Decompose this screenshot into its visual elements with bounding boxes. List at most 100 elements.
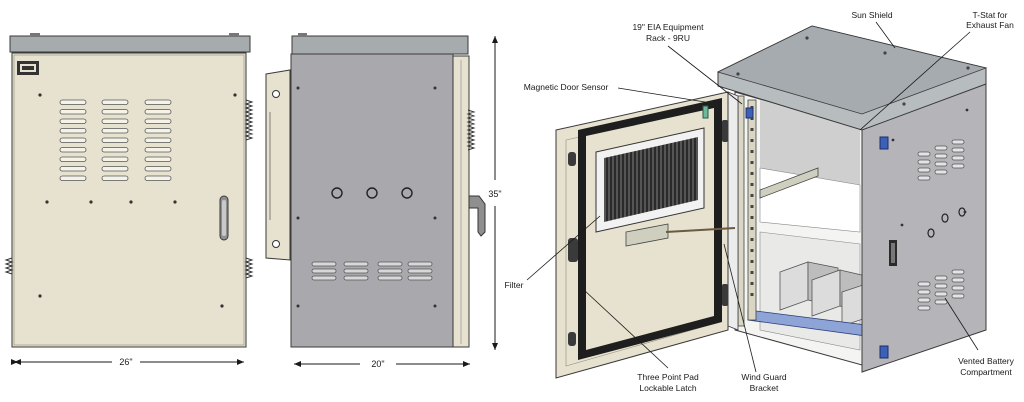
front-louver-slot (144, 109, 172, 115)
iso-louver-slot (951, 293, 965, 299)
iso-louver-slot (917, 159, 931, 165)
front-louver-slot (59, 175, 87, 181)
height-dimension: 35" (488, 36, 502, 350)
side-depth-label: 20" (371, 359, 384, 369)
label-battery-line2: Compartment (960, 367, 1012, 377)
front-view (4, 33, 254, 348)
label-tstat-line1: T-Stat for (973, 10, 1008, 20)
iso-side-louvers (917, 139, 965, 311)
rack-hole (750, 128, 754, 131)
front-louver-slot (101, 166, 129, 172)
iso-louver-slot (934, 169, 948, 175)
front-louvers (59, 99, 172, 181)
iso-louver-slot (917, 289, 931, 295)
label-tstat-line2: Exhaust Fan (966, 20, 1014, 30)
front-louver-slot (101, 128, 129, 134)
iso-louver-slot (951, 155, 965, 161)
rack-hole (750, 282, 754, 285)
side-louver-slot (377, 275, 403, 281)
rack-hole (750, 238, 754, 241)
side-louver-slot (377, 268, 403, 274)
label-rack-line1: 19" EIA Equipment (632, 22, 704, 32)
rack-hole (750, 150, 754, 153)
rack-hole (750, 260, 754, 263)
iso-side-panel (861, 81, 987, 373)
label-wind-line1: Wind Guard (741, 372, 787, 382)
front-louver-slot (59, 156, 87, 162)
front-louver-slot (144, 128, 172, 134)
front-louver-slot (144, 118, 172, 124)
iso-louver-slot (917, 167, 931, 173)
front-body (11, 52, 247, 348)
side-louvers (311, 261, 433, 281)
side-louver-slot (407, 268, 433, 274)
rack-hole (750, 183, 754, 186)
label-filter: Filter (505, 280, 524, 290)
front-louver-slot (144, 137, 172, 143)
callout-labels: 19" EIA Equipment Rack - 9RU Sun Shield … (505, 10, 1015, 393)
iso-louver-slot (951, 269, 965, 275)
front-louver-slot (59, 109, 87, 115)
side-louver-slot (311, 268, 337, 274)
side-depth-dimension: 20" (294, 359, 470, 369)
rack-hole (750, 139, 754, 142)
iso-louver-slot (951, 139, 965, 145)
front-louver-slot (144, 147, 172, 153)
iso-louver-slot (934, 275, 948, 281)
iso-louver-slot (934, 283, 948, 289)
front-louver-slot (144, 175, 172, 181)
front-louver-slot (144, 99, 172, 105)
side-louver-slot (311, 261, 337, 267)
front-lid (9, 35, 251, 53)
iso-louver-slot (934, 161, 948, 167)
front-louver-slot (59, 166, 87, 172)
iso-louver-slot (917, 281, 931, 287)
iso-louver-slot (917, 305, 931, 311)
iso-louver-slot (951, 163, 965, 169)
label-rack-line2: Rack - 9RU (646, 33, 690, 43)
label-door-sensor: Magnetic Door Sensor (524, 82, 609, 92)
front-louver-slot (59, 118, 87, 124)
front-width-label: 26" (119, 357, 132, 367)
front-louver-slot (59, 128, 87, 134)
iso-louver-slot (934, 291, 948, 297)
front-louver-slot (144, 166, 172, 172)
front-louver-slot (101, 118, 129, 124)
rack-hole (750, 227, 754, 230)
label-wind-line2: Bracket (750, 383, 779, 393)
iso-louver-slot (934, 299, 948, 305)
side-louver-slot (343, 275, 369, 281)
front-louver-slot (101, 99, 129, 105)
side-louver-slot (311, 275, 337, 281)
label-latch-line1: Three Point Pad (637, 372, 699, 382)
front-louver-slot (144, 156, 172, 162)
iso-louver-slot (917, 297, 931, 303)
rack-hole (750, 249, 754, 252)
front-louver-slot (59, 137, 87, 143)
front-handle (219, 195, 229, 241)
side-view (265, 33, 486, 348)
height-label: 35" (488, 189, 501, 199)
label-sun-shield: Sun Shield (851, 10, 892, 20)
side-body (290, 53, 454, 348)
front-louver-slot (101, 156, 129, 162)
rack-hole (750, 271, 754, 274)
side-louver-slot (407, 275, 433, 281)
iso-louver-slot (951, 277, 965, 283)
iso-louver-slot (917, 151, 931, 157)
side-louver-slot (407, 261, 433, 267)
rack-hole (750, 161, 754, 164)
iso-louver-slot (951, 147, 965, 153)
rack-hole (750, 194, 754, 197)
front-louver-slot (101, 147, 129, 153)
iso-louver-slot (951, 285, 965, 291)
side-lid (291, 35, 469, 55)
rack-hole (750, 205, 754, 208)
side-louver-slot (343, 268, 369, 274)
rack-hole (750, 293, 754, 296)
front-width-dimension: 26" (11, 357, 244, 367)
side-louver-slot (343, 261, 369, 267)
rack-hole (750, 172, 754, 175)
front-louver-slot (101, 109, 129, 115)
